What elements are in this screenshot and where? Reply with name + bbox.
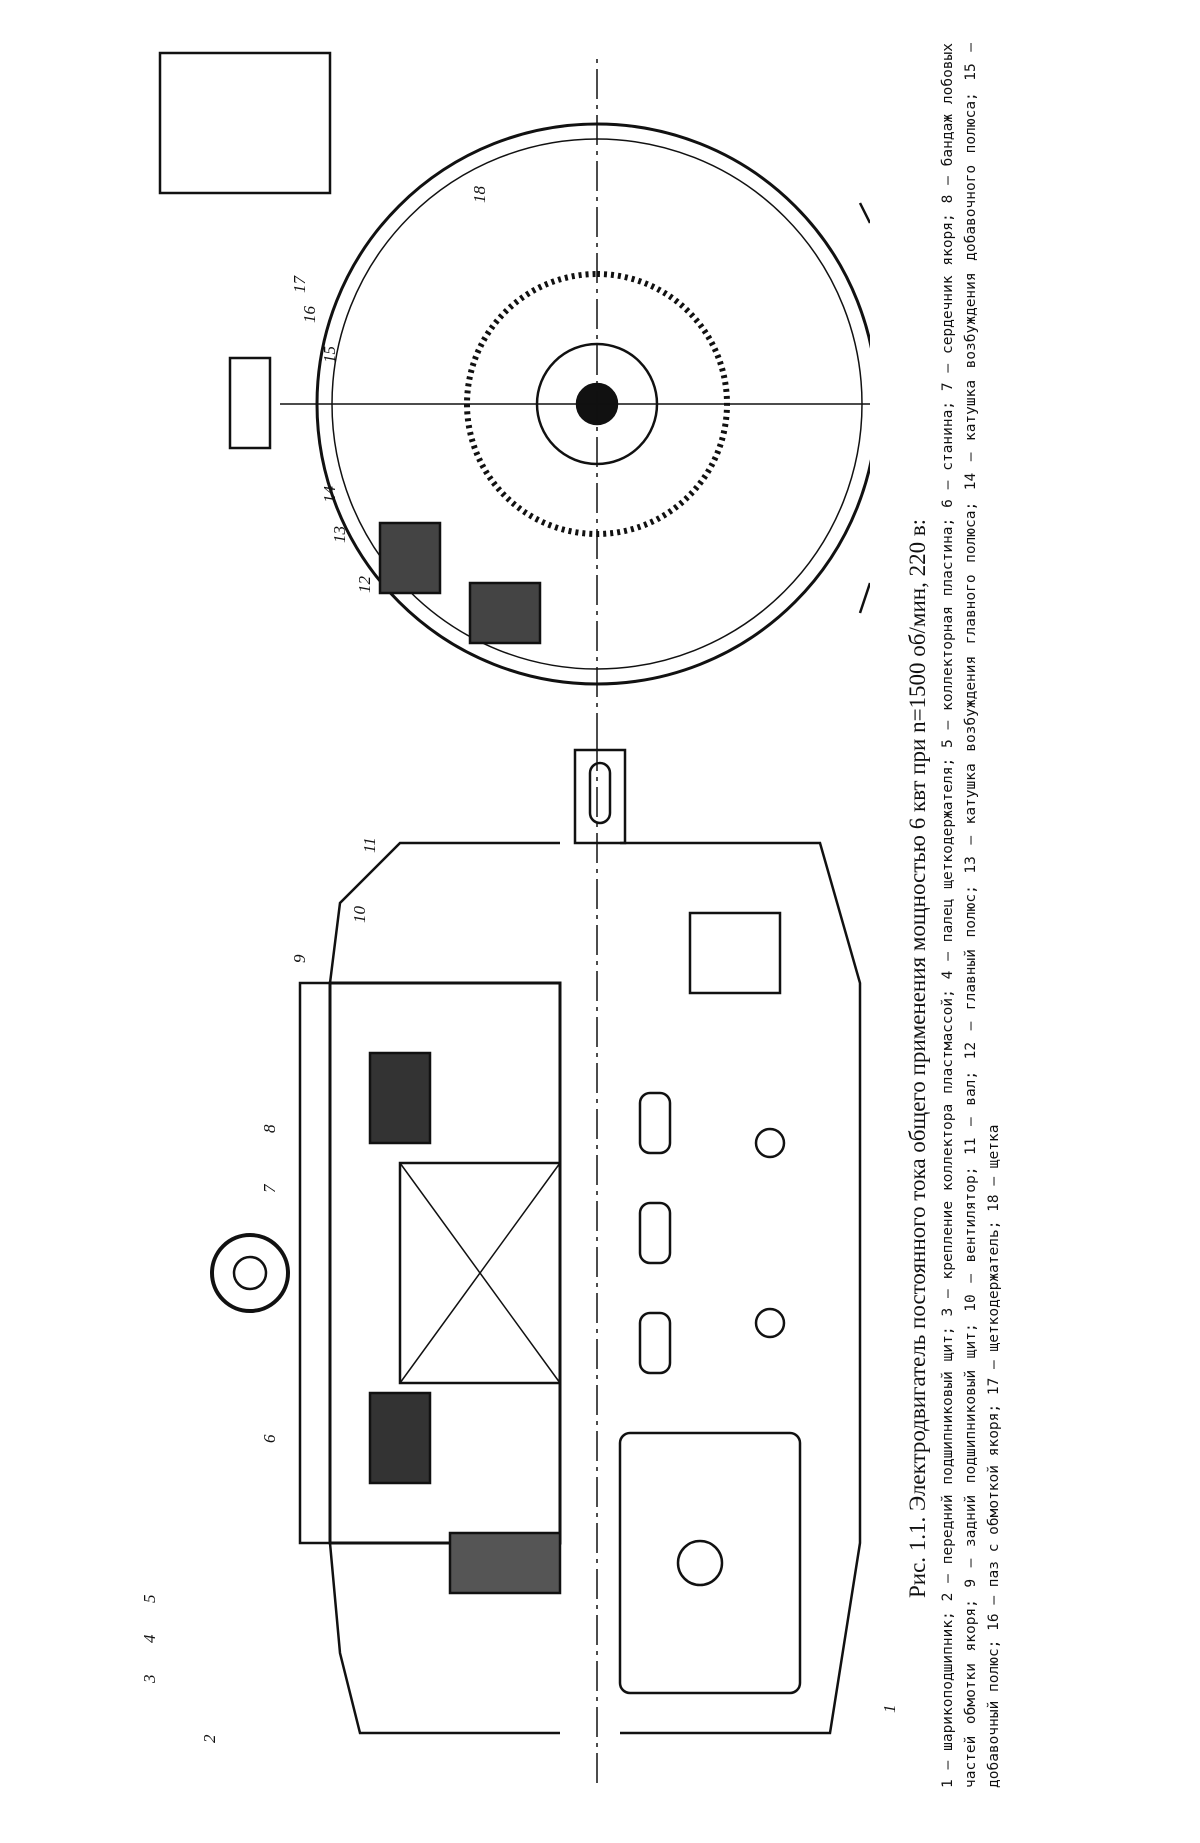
figure-caption: Рис. 1.1. Электродвигатель постоянного т… — [905, 43, 1006, 1788]
part-label-4: 4 — [140, 1635, 160, 1644]
motor-end-view — [160, 53, 870, 743]
part-label-16: 16 — [300, 306, 320, 323]
part-label-5: 5 — [140, 1595, 160, 1604]
motor-side-view — [212, 743, 860, 1783]
part-label-18: 18 — [470, 186, 490, 203]
motor-drawing — [0, 0, 870, 1843]
part-label-6: 6 — [260, 1435, 280, 1444]
part-label-17: 17 — [290, 276, 310, 293]
figure-legend: 1 — шарикоподшипник; 2 — передний подшип… — [937, 43, 1006, 1788]
part-label-11: 11 — [360, 837, 380, 853]
part-label-3: 3 — [140, 1675, 160, 1684]
part-label-12: 12 — [355, 576, 375, 593]
part-label-10: 10 — [350, 906, 370, 923]
part-label-8: 8 — [260, 1125, 280, 1134]
figure-title: Рис. 1.1. Электродвигатель постоянного т… — [905, 43, 931, 1598]
part-label-13: 13 — [330, 526, 350, 543]
part-label-1: 1 — [880, 1705, 900, 1714]
part-label-15: 15 — [320, 346, 340, 363]
part-label-9: 9 — [290, 955, 310, 964]
part-label-2: 2 — [200, 1735, 220, 1744]
part-label-7: 7 — [260, 1185, 280, 1194]
part-label-14: 14 — [320, 486, 340, 503]
